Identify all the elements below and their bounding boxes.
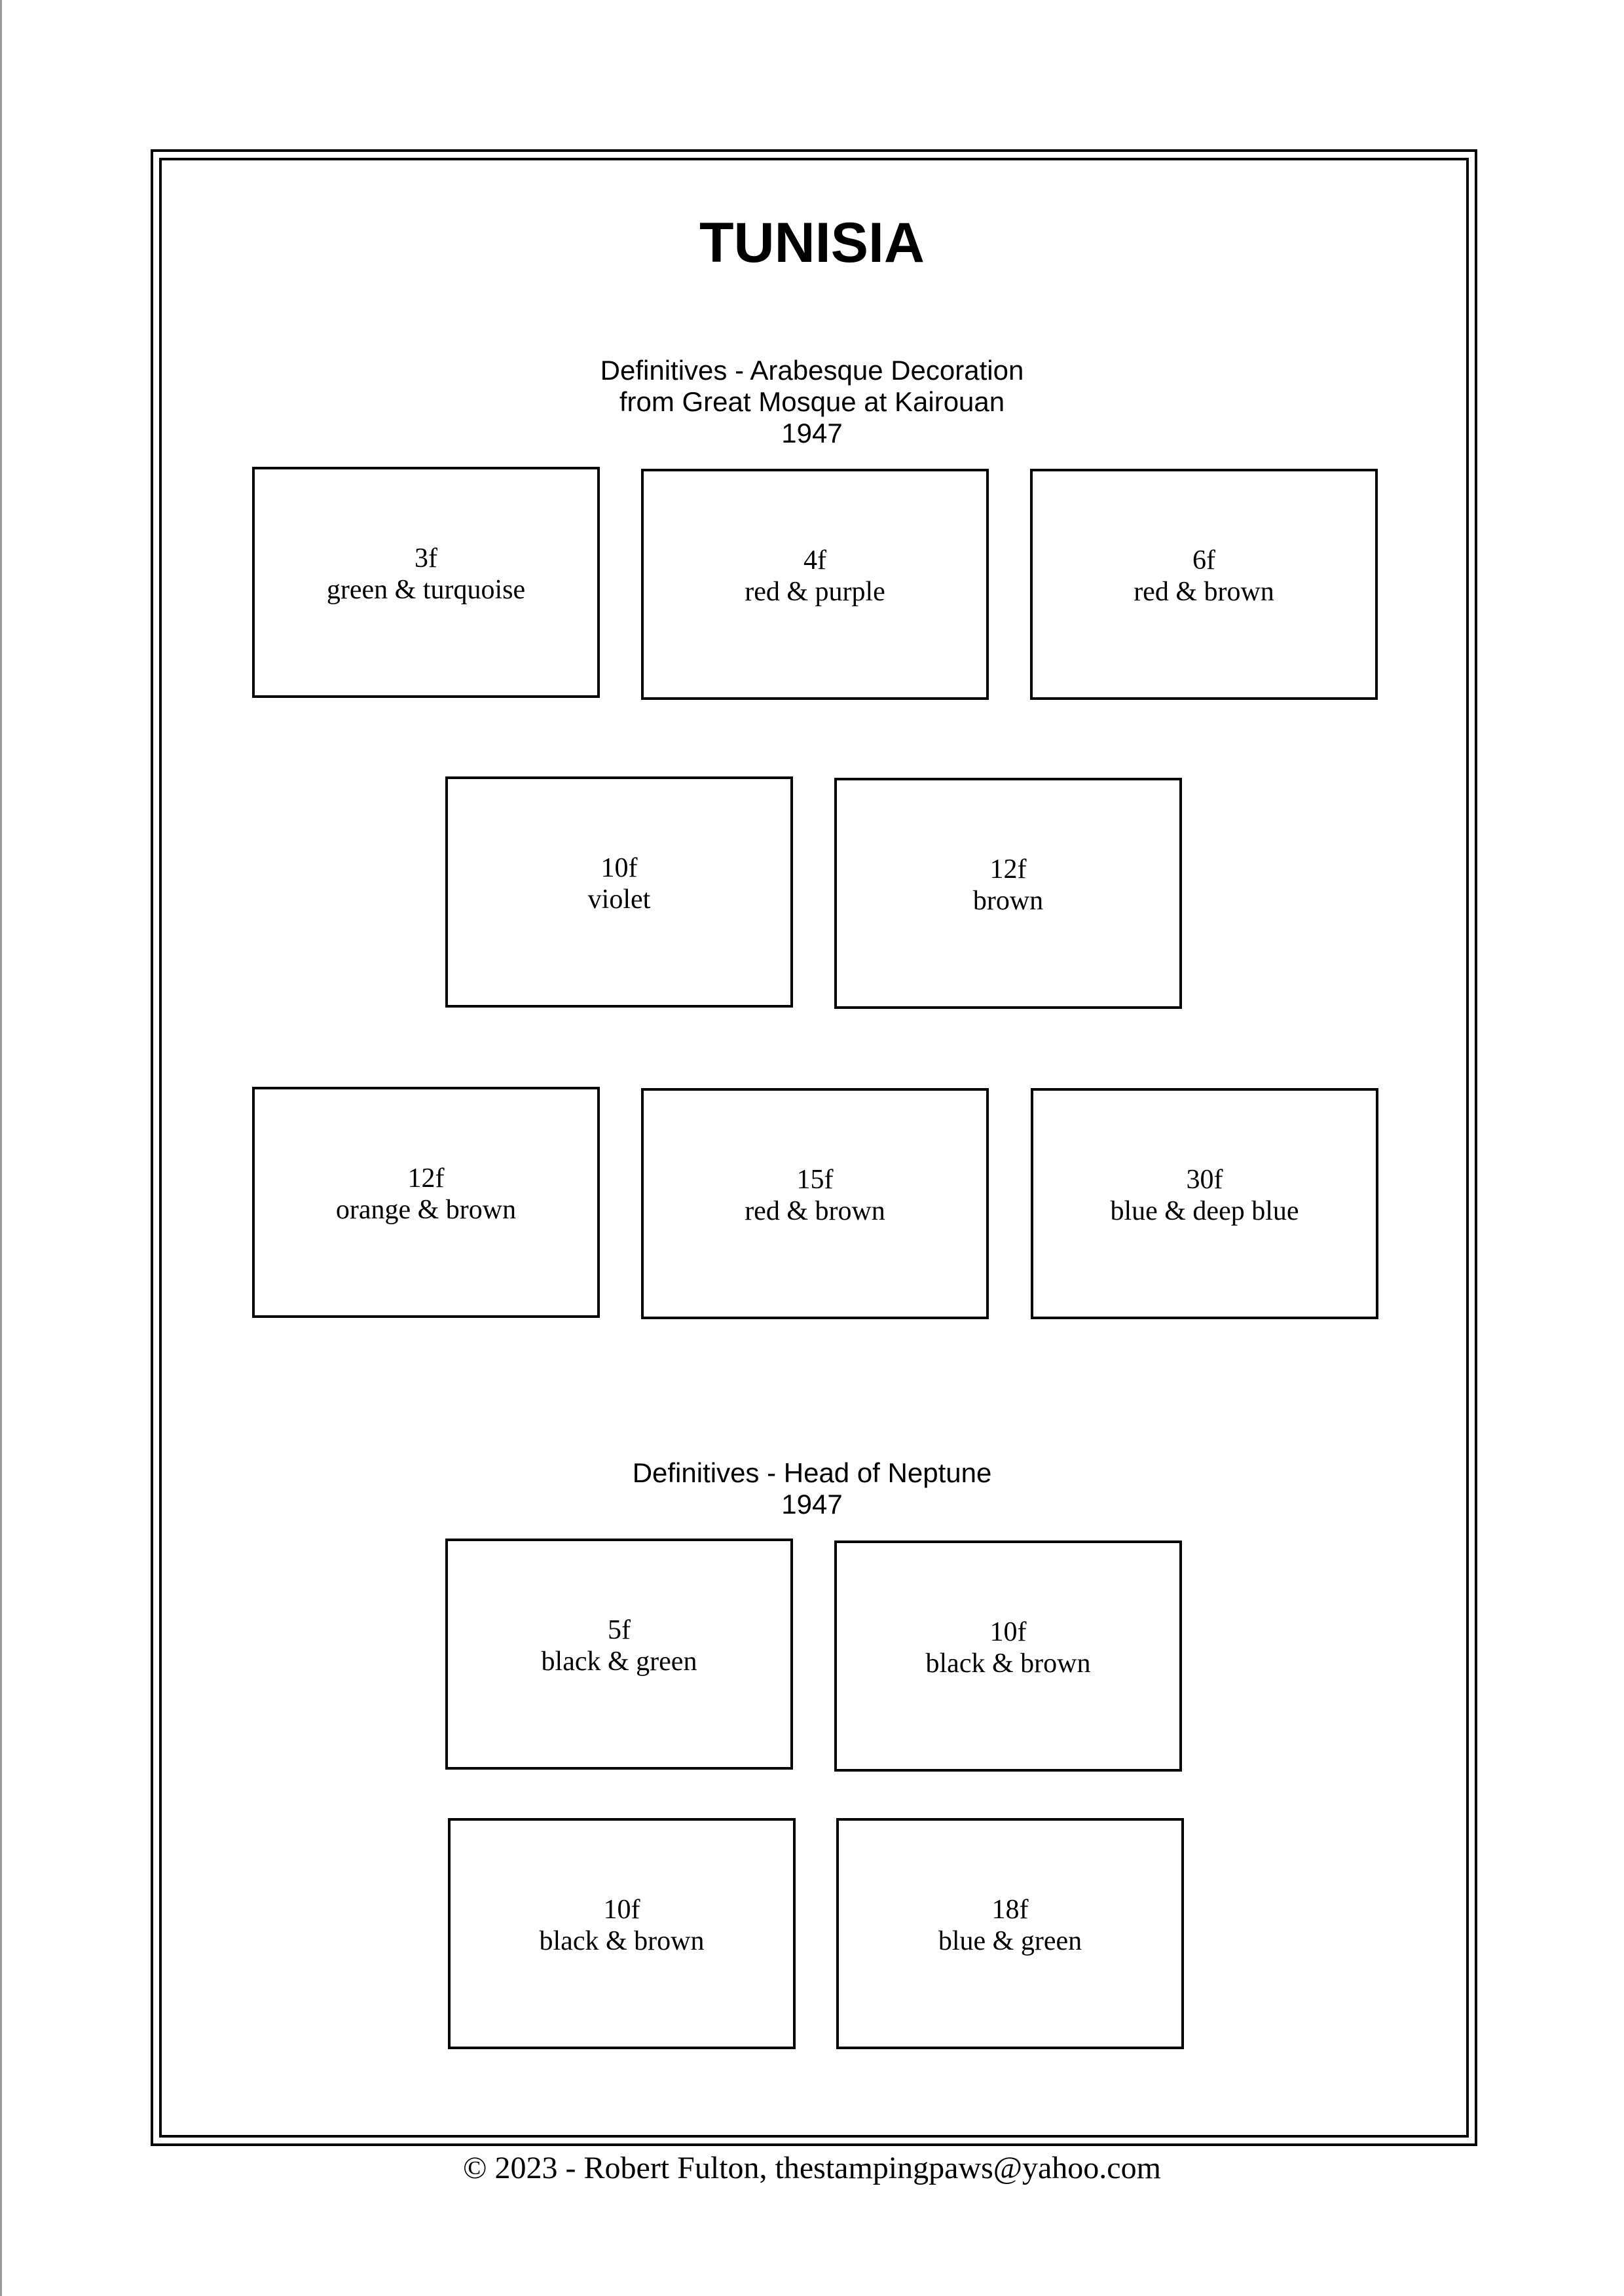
stamp-value: 4f	[803, 545, 826, 575]
page-border-inner	[159, 158, 1469, 2138]
section-heading-line: 1947	[781, 1489, 843, 1520]
stamp-value: 6f	[1192, 545, 1215, 575]
stamp-color: orange & brown	[335, 1195, 517, 1225]
section-heading-neptune: Definitives - Head of Neptune 1947	[0, 1457, 1624, 1520]
section-heading-arabesque: Definitives - Arabesque Decoration from …	[0, 355, 1624, 449]
stamp-value: 5f	[608, 1615, 631, 1645]
stamp-value: 10f	[603, 1895, 640, 1925]
page-title: TUNISIA	[699, 211, 925, 274]
section-heading-line: Definitives - Head of Neptune	[632, 1457, 992, 1488]
stamp-color: black & brown	[539, 1926, 705, 1956]
stamp-value: 15f	[796, 1165, 834, 1195]
stamp-value: 3f	[415, 543, 437, 574]
stamp-color: red & purple	[745, 577, 885, 607]
stamp-value: 12f	[989, 854, 1027, 884]
stamp-color: black & brown	[925, 1649, 1091, 1679]
stamp-value: 10f	[989, 1617, 1027, 1647]
stamp-color: green & turquoise	[326, 575, 526, 605]
page-border-outer	[151, 149, 1477, 2146]
stamp-color: blue & green	[938, 1926, 1082, 1956]
section-heading-line: from Great Mosque at Kairouan	[619, 386, 1005, 417]
stamp-color: brown	[972, 886, 1044, 916]
stamp-color: red & brown	[745, 1196, 885, 1226]
stamp-value: 12f	[407, 1163, 445, 1194]
stamp-color: red & brown	[1134, 577, 1274, 607]
page-left-edge	[0, 0, 2, 2296]
section-heading-line: 1947	[781, 418, 843, 448]
stamp-value: 30f	[1186, 1165, 1223, 1195]
stamp-color: black & green	[541, 1647, 697, 1677]
stamp-value: 18f	[991, 1895, 1029, 1925]
section-heading-line: Definitives - Arabesque Decoration	[600, 355, 1024, 386]
stamp-value: 10f	[600, 853, 638, 883]
stamp-color: violet	[587, 884, 651, 915]
stamp-color: blue & deep blue	[1110, 1196, 1299, 1226]
page-footer: © 2023 - Robert Fulton, thestampingpaws@…	[463, 2151, 1161, 2185]
